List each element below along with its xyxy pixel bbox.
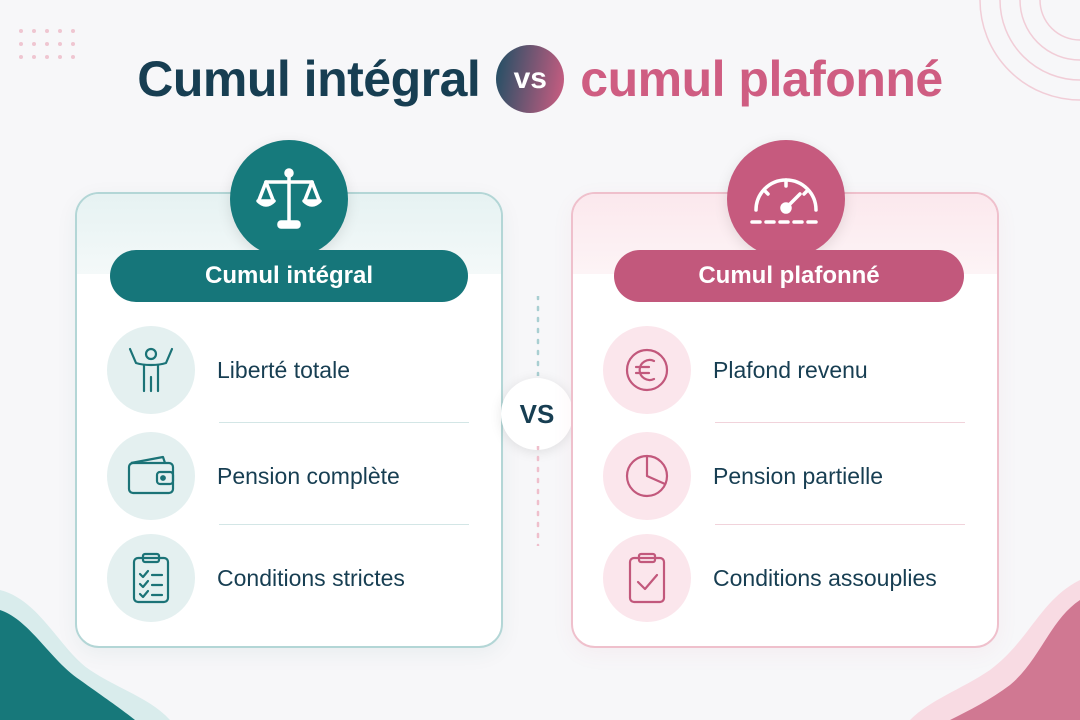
- person-arms-raised-icon: [107, 326, 195, 414]
- item-label: Conditions assouplies: [713, 564, 937, 591]
- list-item: Conditions strictes: [107, 534, 469, 622]
- pill-cumul-integral: Cumul intégral: [110, 250, 468, 302]
- wallet-icon: [107, 432, 195, 520]
- list-item: Conditions assouplies: [603, 534, 965, 622]
- divider: [219, 524, 469, 525]
- vs-badge-center: VS: [501, 378, 573, 450]
- divider: [715, 524, 965, 525]
- center-dotted-line: [536, 296, 540, 376]
- item-label: Liberté totale: [217, 356, 350, 383]
- item-label: Pension complète: [217, 462, 400, 489]
- list-item: Liberté totale: [107, 326, 469, 414]
- gauge-icon: [727, 140, 845, 258]
- title-left: Cumul intégral: [137, 51, 481, 107]
- card-cumul-integral: Cumul intégral Liberté totale Pension co…: [75, 140, 503, 648]
- divider: [219, 422, 469, 423]
- divider: [715, 422, 965, 423]
- card-cumul-plafonne: Cumul plafonné Plafond revenu Pension pa…: [571, 140, 999, 648]
- pill-cumul-plafonne: Cumul plafonné: [614, 250, 964, 302]
- scale-icon: [230, 140, 348, 258]
- item-label: Plafond revenu: [713, 356, 868, 383]
- vs-badge-title: vs: [496, 45, 565, 113]
- title-right: cumul plafonné: [580, 51, 943, 107]
- page-title: Cumul intégral vs cumul plafonné: [0, 45, 1080, 113]
- pie-chart-icon: [603, 432, 691, 520]
- item-label: Pension partielle: [713, 462, 884, 489]
- list-item: Plafond revenu: [603, 326, 965, 414]
- list-item: Pension complète: [107, 432, 469, 520]
- center-dotted-line: [536, 446, 540, 546]
- euro-icon: [603, 326, 691, 414]
- clipboard-checklist-icon: [107, 534, 195, 622]
- clipboard-check-icon: [603, 534, 691, 622]
- list-item: Pension partielle: [603, 432, 965, 520]
- item-label: Conditions strictes: [217, 564, 405, 591]
